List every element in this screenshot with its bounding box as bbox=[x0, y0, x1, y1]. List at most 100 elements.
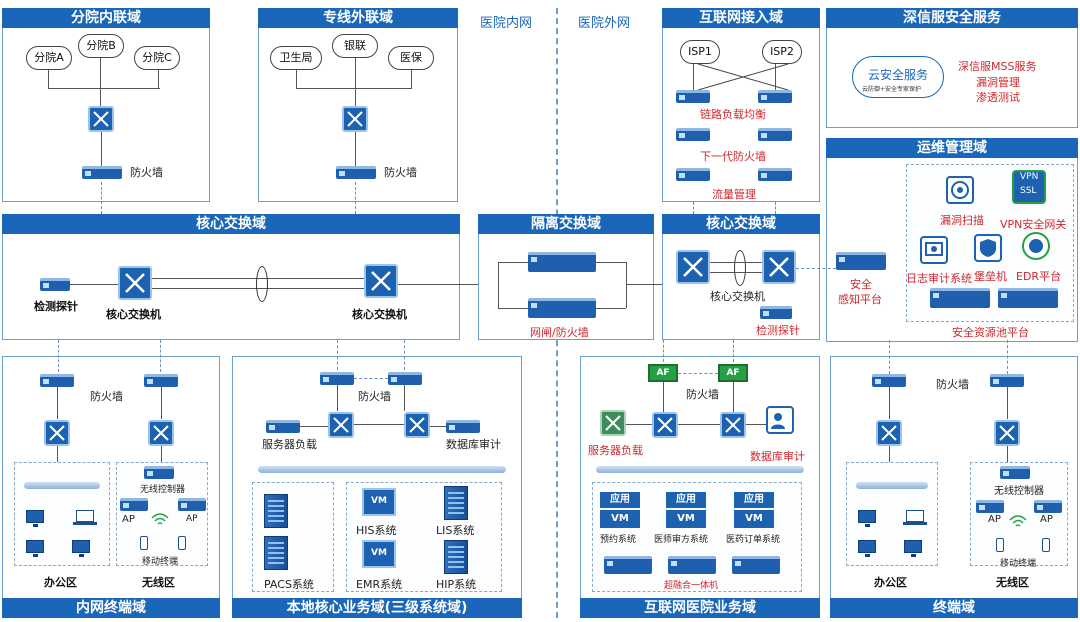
link bbox=[160, 340, 161, 372]
link bbox=[70, 284, 118, 285]
link-aggregation bbox=[734, 250, 746, 286]
vpn-icon bbox=[1012, 170, 1046, 204]
edr-icon bbox=[1022, 232, 1050, 260]
switch-icon bbox=[44, 420, 70, 446]
link bbox=[626, 424, 652, 425]
business-bus bbox=[258, 466, 506, 473]
link bbox=[796, 268, 836, 269]
switch-icon bbox=[404, 412, 430, 438]
link bbox=[398, 284, 498, 285]
ap-label-2: AP bbox=[1040, 514, 1053, 525]
ngfw-device-left bbox=[676, 128, 710, 141]
wlc-icon bbox=[1000, 466, 1030, 479]
cloud-security-subtitle: 云防御+安全专家保护 bbox=[862, 86, 922, 93]
link bbox=[498, 262, 528, 263]
gateway-device-1 bbox=[528, 252, 596, 272]
office-label: 办公区 bbox=[44, 576, 77, 589]
firewall-label: 防火墙 bbox=[358, 390, 391, 403]
link bbox=[411, 70, 412, 88]
slb-icon bbox=[266, 420, 300, 433]
internet-cross-links bbox=[697, 63, 789, 91]
app-vm-2: 应用 VM bbox=[666, 492, 706, 530]
link bbox=[693, 64, 694, 90]
firewall-icon bbox=[388, 372, 422, 385]
pool-device-2 bbox=[998, 288, 1058, 308]
switch-icon bbox=[876, 420, 902, 446]
ngfw-label: 下一代防火墙 bbox=[700, 150, 766, 163]
link bbox=[100, 58, 101, 106]
core-switch-1-label: 核心交换机 bbox=[106, 308, 161, 321]
awareness-label-1: 安全 bbox=[850, 278, 872, 291]
app-top: 应用 bbox=[666, 492, 706, 508]
his-label: HIS系统 bbox=[356, 524, 397, 537]
pacs-label: PACS系统 bbox=[264, 578, 314, 591]
firewall-icon bbox=[872, 374, 906, 387]
firewall-label: 防火墙 bbox=[384, 166, 417, 179]
server-icon bbox=[444, 540, 468, 574]
cloud-insurance: 医保 bbox=[388, 46, 434, 70]
zone-header-ops: 运维管理域 bbox=[826, 138, 1078, 158]
link bbox=[48, 70, 49, 88]
slb-icon bbox=[600, 410, 626, 436]
core-switch-right-label: 核心交换机 bbox=[710, 290, 765, 303]
app-name-2: 医师审方系统 bbox=[654, 535, 709, 545]
wireless-label: 无线区 bbox=[996, 576, 1029, 589]
link bbox=[775, 64, 776, 90]
slb-label: 服务器负载 bbox=[262, 438, 317, 451]
link bbox=[355, 182, 356, 214]
hci-device-1 bbox=[604, 556, 652, 574]
edr-label: EDR平台 bbox=[1016, 270, 1062, 283]
switch-icon bbox=[720, 412, 746, 438]
firewall-icon bbox=[990, 374, 1024, 387]
awareness-device bbox=[836, 252, 886, 270]
ap-label-1: AP bbox=[122, 514, 135, 525]
wireless-label: 无线区 bbox=[142, 576, 175, 589]
ap-label-1: AP bbox=[988, 514, 1001, 525]
cloud-unionpay: 银联 bbox=[332, 34, 378, 58]
server-icon bbox=[444, 486, 468, 520]
mobile-label: 移动终端 bbox=[1000, 559, 1037, 569]
link bbox=[678, 373, 718, 374]
link bbox=[296, 88, 412, 89]
vm-icon: VM bbox=[362, 540, 396, 568]
core-switch-right-1-icon bbox=[676, 250, 710, 284]
app-top: 应用 bbox=[734, 492, 774, 508]
wifi-icon bbox=[151, 513, 169, 525]
app-name-3: 医药订单系统 bbox=[726, 535, 781, 545]
link bbox=[337, 340, 338, 370]
zone-header-core-right: 核心交换域 bbox=[662, 214, 820, 234]
zone-header-core-left: 核心交换域 bbox=[2, 214, 460, 234]
wlc-label: 无线控制器 bbox=[140, 485, 186, 495]
link bbox=[733, 340, 734, 362]
hci-device-2 bbox=[668, 556, 716, 574]
app-bottom: VM bbox=[666, 510, 706, 528]
phone-icon bbox=[178, 536, 186, 550]
switch-icon bbox=[994, 420, 1020, 446]
core-switch-right-2-icon bbox=[762, 250, 796, 284]
cloud-branch-c: 分院C bbox=[134, 46, 180, 70]
link-lb-label: 链路负载均衡 bbox=[700, 108, 766, 121]
pc-icon bbox=[858, 540, 876, 557]
probe-device bbox=[40, 278, 70, 291]
core-switch-1-icon bbox=[118, 266, 152, 300]
cloud-security-service bbox=[852, 56, 944, 98]
awareness-label-2: 感知平台 bbox=[838, 293, 882, 306]
app-name-1: 预约系统 bbox=[600, 535, 637, 545]
link bbox=[733, 382, 734, 412]
link bbox=[626, 284, 676, 285]
link bbox=[57, 446, 58, 462]
firewall-icon bbox=[40, 374, 74, 387]
link bbox=[889, 387, 890, 419]
vpn-label: VPN安全网关 bbox=[1000, 218, 1067, 231]
link-aggregation bbox=[256, 266, 268, 302]
vpn-badge-bottom: SSL bbox=[1020, 186, 1037, 196]
link bbox=[626, 262, 627, 308]
bastion-label: 堡垒机 bbox=[974, 270, 1007, 283]
gateway-device-2 bbox=[528, 298, 596, 318]
core-switch-2-label: 核心交换机 bbox=[352, 308, 407, 321]
pc-icon bbox=[904, 540, 922, 557]
pc-icon bbox=[72, 540, 90, 557]
zone-header-sangfor: 深信服安全服务 bbox=[826, 8, 1078, 28]
